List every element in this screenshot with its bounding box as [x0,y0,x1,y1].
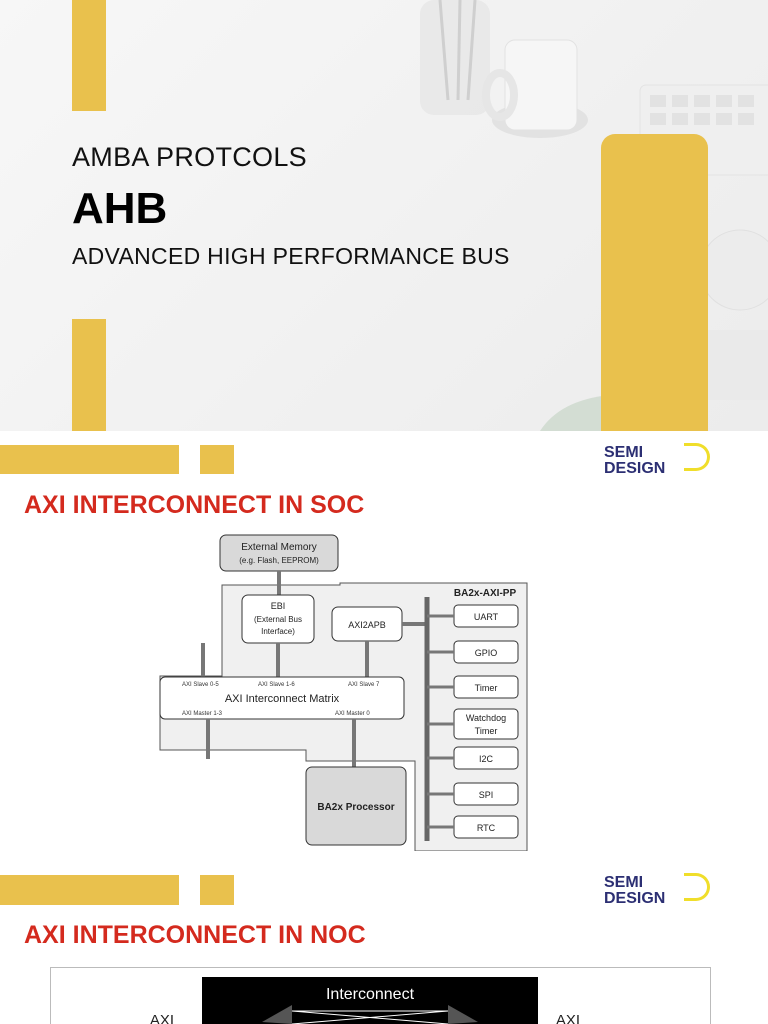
external-memory-block [219,534,339,572]
processor-block [305,766,407,846]
title-subtitle: ADVANCED HIGH PERFORMANCE BUS [72,243,510,269]
desk-background-image [420,0,768,431]
logo-semi: SEMI [604,444,644,461]
interconnect-block [202,977,538,1024]
peripheral-spi: SPI [479,790,494,800]
header-bar-short [200,875,234,905]
peripheral-i2c: I2C [479,754,494,764]
semi-design-logo: SEMI DESIGN [604,443,716,481]
slave-0-5-label: AXI Slave 0-5 [182,682,219,688]
slave-7-label: AXI Slave 7 [348,682,380,688]
slide-axi-noc: SEMI DESIGN AXI INTERCONNECT IN NOC Inte… [0,861,768,1024]
external-memory-label: External Memory [241,542,317,553]
master-0-label: AXI Master 0 [335,711,370,717]
slide-axi-soc: SEMI DESIGN AXI INTERCONNECT IN SOC Exte… [0,431,768,861]
accent-bar-top [72,0,106,111]
matrix-label: AXI Interconnect Matrix [225,693,340,705]
peripheral-rtc: RTC [477,823,496,833]
axi2apb-label: AXI2APB [348,620,386,630]
noc-diagram: Interconnect AXI AXI [50,967,711,1024]
header-bar-long [0,445,179,474]
peripheral-gpio: GPIO [475,648,498,658]
peripheral-watchdog-timer: Timer [475,726,498,736]
logo-design: DESIGN [604,460,666,477]
title-slide: AMBA PROTCOLS AHB ADVANCED HIGH PERFORMA… [0,0,768,431]
slave-1-6-label: AXI Slave 1-6 [258,682,295,688]
logo-semi: SEMI [604,874,644,891]
peripheral-uart: UART [474,612,499,622]
master-1-3-label: AXI Master 1-3 [182,711,223,717]
external-memory-sub: (e.g. Flash, EEPROM) [239,556,319,565]
group-label: BA2x-AXI-PP [454,588,517,599]
peripheral-watchdog: Watchdog [466,713,506,723]
title-ahb: AHB [72,184,168,233]
logo-design: DESIGN [604,890,666,907]
accent-block-right [601,134,708,431]
ebi-sub2: Interface) [261,627,295,636]
right-axi-label: AXI [556,1012,580,1024]
ebi-sub1: (External Bus [254,615,302,624]
interconnect-label: Interconnect [326,986,415,1003]
peripheral-list: UART GPIO Timer Watchdog Timer I2C SPI R… [427,604,519,839]
soc-block-diagram: External Memory (e.g. Flash, EEPROM) EBI… [159,534,528,851]
header-bar-long [0,875,179,905]
interconnect-matrix-block [159,676,405,720]
accent-bar-bottom [72,319,106,431]
title-line-amba: AMBA PROTCOLS [72,142,307,172]
logo-d-mark [684,873,710,901]
peripheral-timer: Timer [475,683,498,693]
ebi-label: EBI [271,601,286,611]
slide-heading: AXI INTERCONNECT IN NOC [24,921,366,949]
logo-d-mark [684,443,710,471]
processor-label: BA2x Processor [317,802,394,813]
slide-heading: AXI INTERCONNECT IN SOC [24,491,365,519]
left-axi-label: AXI [150,1012,174,1024]
header-bar-short [200,445,234,474]
semi-design-logo: SEMI DESIGN [604,873,716,911]
